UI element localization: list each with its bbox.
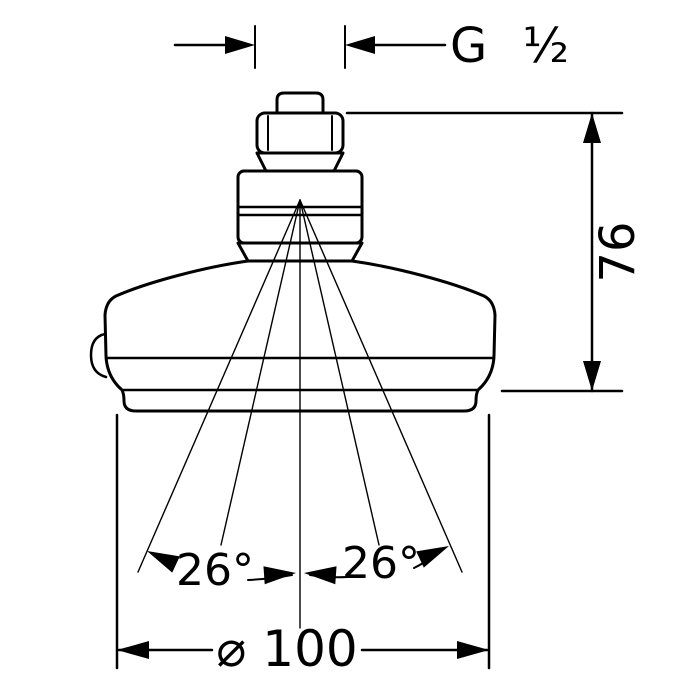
thread-dim-arrow-left bbox=[225, 36, 255, 54]
spray-inner-right-line bbox=[299, 199, 380, 546]
thread-size-label: G ½ bbox=[450, 18, 579, 74]
dimension-labels: G ½ 76 26° 26° ⌀ 100 bbox=[176, 18, 646, 678]
dimension-diameter bbox=[115, 413, 491, 670]
connector-cap-outline bbox=[255, 111, 345, 155]
shower-head-outline bbox=[89, 91, 497, 413]
spray-outer-left-line bbox=[137, 199, 301, 573]
diameter-dim-arrow-left bbox=[117, 641, 149, 659]
angle-arrow-center-right bbox=[304, 566, 337, 585]
angle-arrow-center-left bbox=[263, 566, 296, 585]
dimension-spray-angles bbox=[147, 546, 449, 585]
angle-arrow-outer-left bbox=[147, 551, 180, 573]
spray-angle-left-label: 26° bbox=[176, 545, 254, 596]
thread-dim-arrow-right bbox=[345, 36, 375, 54]
dimension-thread bbox=[173, 25, 447, 69]
drawing-root: G ½ 76 26° 26° ⌀ 100 bbox=[89, 18, 646, 678]
height-dim-arrow-top bbox=[583, 113, 601, 143]
wall-clip-outline bbox=[89, 332, 108, 379]
dimension-height bbox=[345, 111, 624, 393]
thread-nub-outline bbox=[275, 91, 325, 115]
angle-arrow-outer-right bbox=[416, 546, 449, 568]
diameter-dim-arrow-right bbox=[457, 641, 489, 659]
spray-cone-lines bbox=[137, 199, 463, 629]
spray-outer-right-line bbox=[299, 199, 463, 573]
diameter-label: ⌀ 100 bbox=[216, 620, 357, 678]
height-dim-arrow-bottom bbox=[583, 361, 601, 391]
height-label: 76 bbox=[590, 221, 646, 282]
spray-angle-right-label: 26° bbox=[342, 538, 420, 589]
spray-inner-left-line bbox=[220, 199, 301, 546]
collar-taper-outline bbox=[255, 151, 345, 173]
